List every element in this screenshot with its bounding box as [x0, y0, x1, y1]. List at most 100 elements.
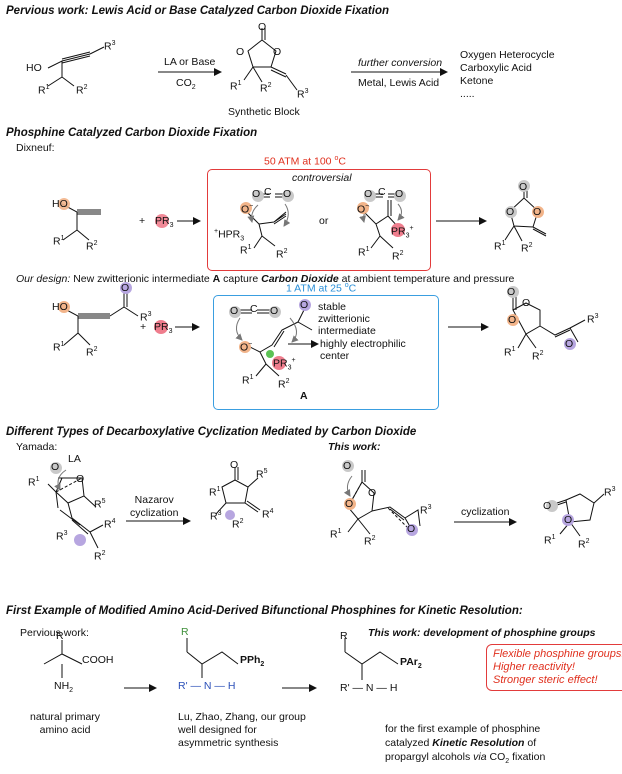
cyclization-label: cyclization: [461, 506, 510, 518]
atom-label: O: [283, 188, 292, 200]
atom-label: O: [508, 314, 517, 326]
atom-label: O: [506, 206, 515, 218]
la-label: LA: [68, 453, 81, 465]
first-example-description: for the first example of phosphine catal…: [385, 723, 546, 766]
atom-label: +: [139, 215, 146, 227]
atom-label: O: [236, 46, 245, 58]
atom-label: R1: [53, 341, 65, 354]
atom-label: R2: [521, 242, 533, 255]
atom-label: R1: [330, 528, 342, 541]
reagent-la-base: LA or Base: [164, 56, 216, 68]
product-item: Ketone: [460, 75, 494, 87]
atom-label: O: [522, 297, 531, 309]
atom-label: O: [519, 181, 528, 193]
cooh-label: COOH: [82, 654, 114, 666]
atom-label: C: [250, 303, 258, 315]
atom-label: PR3+: [273, 357, 296, 372]
product-item: .....: [460, 88, 475, 100]
atom-label: R2: [276, 248, 288, 261]
nh2-label: NH2: [54, 680, 74, 695]
atom-label: R2: [94, 550, 106, 563]
atom-label: R2: [578, 538, 590, 551]
atom-label: O−: [241, 203, 254, 216]
condition-1atm: 1 ATM at 25 oC: [286, 282, 357, 295]
atom-label: R1: [53, 235, 65, 248]
design-statement: Our design: New zwitterionic intermediat…: [16, 273, 515, 285]
product-item: Oxygen Heterocycle: [460, 49, 555, 61]
atom-label: HO: [52, 198, 68, 210]
atom-label: O: [51, 461, 60, 473]
phosphine-advantages-callout: Flexible phosphine groups! Higher reacti…: [486, 644, 622, 691]
atom-label: R3: [56, 530, 68, 543]
yamada-label: Yamada:: [16, 441, 58, 453]
atom-label: R1: [240, 244, 252, 257]
atom-label: O: [230, 459, 239, 471]
atom-label: O: [76, 473, 85, 485]
red-condition-box: [207, 169, 431, 271]
atom-label: R' — N — H: [178, 680, 236, 692]
blue-condition-box: [213, 295, 439, 410]
section-title-first-example: First Example of Modified Amino Acid-Der…: [6, 605, 523, 617]
atom-label: R3: [210, 510, 222, 523]
pervious-work-label: Pervious work:: [20, 627, 89, 639]
atom-label: C: [378, 186, 386, 198]
atom-label: O: [364, 188, 373, 200]
controversial-label: controversial: [292, 172, 352, 184]
atom-label: O: [343, 460, 352, 472]
atom-label: R3: [604, 486, 616, 499]
atom-label: R5: [256, 468, 268, 481]
atom-label: R1: [230, 80, 242, 93]
atom-label: O−: [357, 203, 370, 216]
atom-label: R1: [242, 374, 254, 387]
atom-label: R3: [587, 313, 599, 326]
metal-lewis-acid-label: Metal, Lewis Acid: [358, 77, 440, 89]
atom-label: C: [264, 186, 272, 198]
atom-label: PR3: [154, 321, 173, 336]
atom-label: R4: [104, 518, 116, 531]
atom-label: R: [181, 626, 189, 638]
atom-label: HO: [52, 301, 68, 313]
atom-label: +: [140, 321, 147, 333]
section-title-lewis-acid: Pervious work: Lewis Acid or Base Cataly…: [6, 5, 390, 17]
atom-label: O: [395, 188, 404, 200]
section-title-phosphine: Phosphine Catalyzed Carbon Dioxide Fixat…: [6, 127, 258, 139]
further-conversion-label: further conversion: [358, 57, 443, 69]
atom-label: O: [121, 282, 130, 294]
atom-label: HO: [26, 62, 42, 74]
atom-label: O: [270, 305, 279, 317]
atom-label: R2: [278, 378, 290, 391]
atom-label: R2: [364, 535, 376, 548]
par2-label: PAr2: [400, 656, 422, 671]
synthetic-block-label: Synthetic Block: [228, 106, 300, 118]
atom-label: R1: [209, 486, 221, 499]
atom-label: O: [258, 21, 267, 33]
hpr3-label: +HPR3: [214, 228, 245, 243]
product-item: Carboxylic Acid: [460, 62, 532, 74]
atom-label: R3: [104, 40, 116, 53]
atom-label: O: [300, 299, 309, 311]
atom-label: R5: [94, 498, 106, 511]
atom-label: R2: [232, 518, 244, 531]
this-work-development-label: This work: development of phosphine grou…: [368, 627, 596, 639]
atom-label: R1: [504, 346, 516, 359]
atom-label: O: [565, 338, 574, 350]
atom-label: O: [252, 188, 261, 200]
atom-label: O: [345, 498, 354, 510]
atom-label: R2: [86, 346, 98, 359]
atom-label: R2: [532, 350, 544, 363]
product-list: Oxygen Heterocycle Carboxylic Acid Keton…: [460, 49, 555, 101]
atom-label: R3: [140, 311, 152, 324]
reagent-co2: CO2: [176, 77, 196, 92]
atom-label: O: [564, 514, 573, 526]
atom-label: O: [407, 523, 416, 535]
atom-label: O: [368, 487, 377, 499]
atom-label: R2: [260, 82, 272, 95]
atom-label: R1: [358, 246, 370, 259]
pph2-label: PPh2: [240, 654, 265, 669]
or-label: or: [319, 215, 329, 227]
